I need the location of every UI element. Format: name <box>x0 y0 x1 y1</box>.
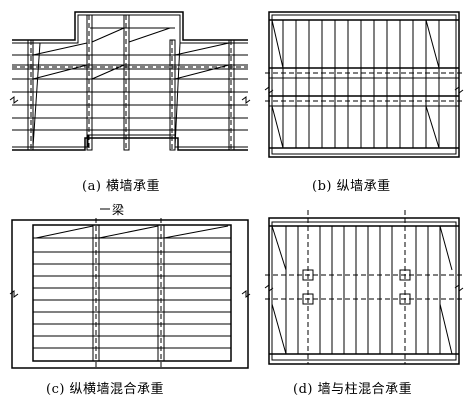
panel-a-bottom-wall <box>12 137 248 151</box>
caption-a: (a) 横墙承重 <box>82 179 161 194</box>
panel-a-axis-lines <box>12 15 248 150</box>
panel-c-break-mark-left <box>9 290 19 298</box>
panel-d-break-mark-right <box>454 284 464 292</box>
panel-a-outer-wall-inner <box>12 14 248 44</box>
caption-d: (d) 墙与柱混合承重 <box>293 382 413 397</box>
panel-b-drawing <box>264 11 464 158</box>
panel-c-beam-1 <box>92 224 100 362</box>
caption-b: (b) 纵墙承重 <box>312 179 391 194</box>
panel-a-break-mark-right <box>241 96 251 104</box>
caption-c: (c) 纵横墙混合承重 <box>46 382 165 397</box>
panel-b-break-mark-right <box>454 86 464 94</box>
panel-d-inner-outline <box>271 221 457 361</box>
panel-b-outer-wall <box>268 11 460 158</box>
beam-label: 梁 <box>112 203 125 217</box>
panel-d-drawing <box>264 210 464 365</box>
panel-a-slab-lines <box>12 27 248 131</box>
panel-b-inner-outline <box>271 14 457 155</box>
panel-a-outer-wall <box>12 11 248 41</box>
panel-d-diagonals <box>271 225 453 355</box>
panel-b-diagonals <box>271 19 440 149</box>
panel-c-drawing <box>9 208 251 369</box>
panel-c-axis-lines <box>95 218 162 368</box>
panel-a-drawing <box>9 11 251 151</box>
panel-d-break-mark-left <box>264 284 274 292</box>
panel-d-slab-strips <box>285 226 441 354</box>
panel-c-inner-wall <box>32 224 232 362</box>
panel-c-diagonals <box>35 225 229 239</box>
panel-b-axis-lines <box>265 72 463 102</box>
panel-c-break-mark-right <box>241 290 251 298</box>
panel-c-beam-2 <box>157 224 165 362</box>
panel-c-slab-lines <box>33 237 231 349</box>
panel-a-bottom-wall-inner <box>12 134 248 148</box>
panel-d-axis-lines <box>265 210 463 364</box>
panel-c-outer-wall <box>11 219 249 369</box>
panel-b-break-mark-left <box>264 86 274 94</box>
panel-a-diagonals <box>32 27 230 148</box>
panel-b-slab-strips <box>282 20 440 148</box>
panel-a-break-mark-left <box>9 96 19 104</box>
